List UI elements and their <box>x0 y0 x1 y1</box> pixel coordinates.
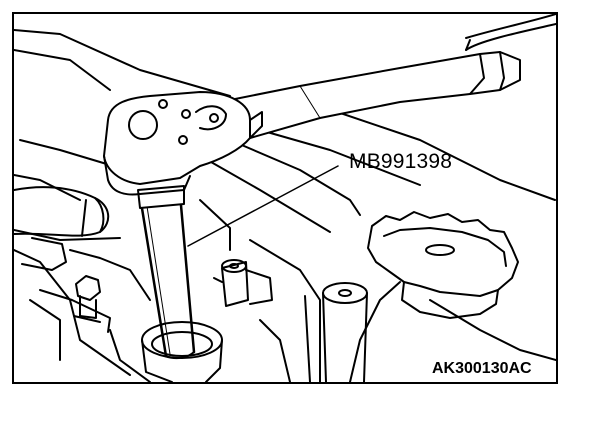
ratchet-wrench <box>103 51 521 196</box>
spark-plug-well <box>141 321 223 382</box>
stud-bolt <box>213 259 273 307</box>
bolt-left <box>73 275 101 323</box>
cable <box>465 14 556 51</box>
cylinder-head <box>14 29 556 382</box>
bracket <box>21 237 111 333</box>
hose <box>14 186 110 237</box>
callout-leader-line <box>187 165 339 247</box>
figure-code: AK300130AC <box>432 360 532 377</box>
special-tool-label: MB991398 <box>349 150 453 173</box>
bolt-boss <box>304 282 368 382</box>
oil-filler-cap <box>367 211 519 319</box>
